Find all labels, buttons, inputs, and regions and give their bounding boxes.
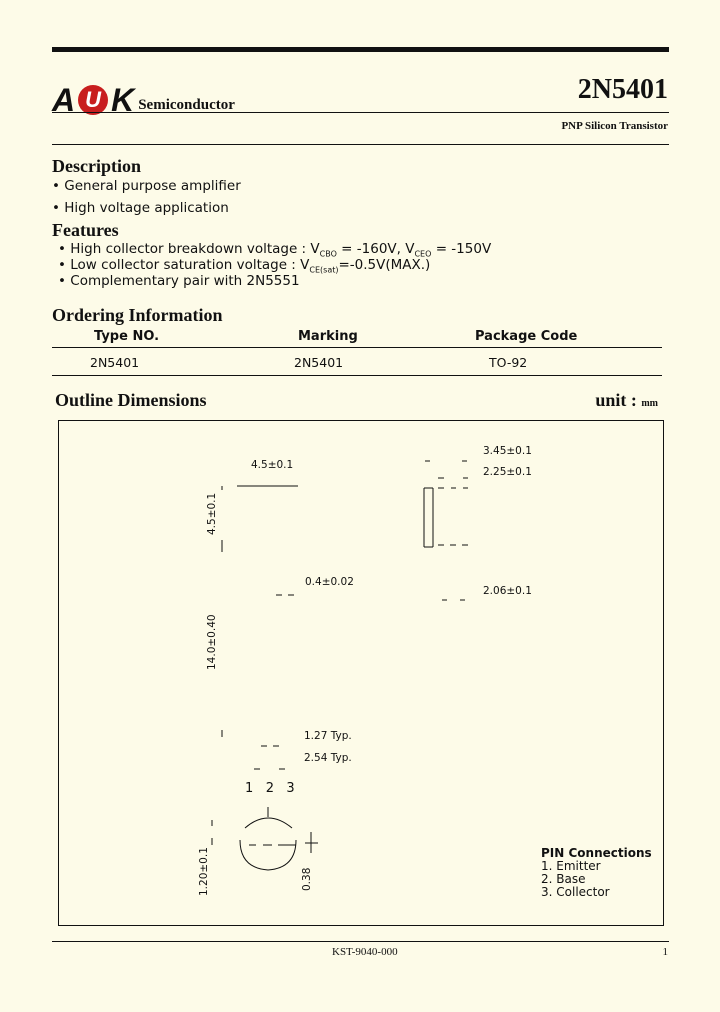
footer-rule: [52, 941, 669, 942]
logo-letter-k: K: [111, 81, 135, 118]
feature-item: • High collector breakdown voltage : VCB…: [58, 241, 492, 259]
col-marking: Marking: [298, 329, 358, 344]
cell-marking: 2N5401: [294, 355, 344, 370]
table-rule: [52, 347, 662, 348]
footer-doc-id: KST-9040-000: [332, 946, 398, 958]
dim-pitch1: 1.27 Typ.: [304, 730, 352, 742]
pin-item: 3. Collector: [541, 885, 610, 899]
col-type-no: Type NO.: [94, 329, 160, 344]
feature-item: • Low collector saturation voltage : VCE…: [58, 257, 431, 275]
dim-pitch2: 2.54 Typ.: [304, 752, 352, 764]
dim-thick3: 2.06±0.1: [483, 585, 532, 597]
part-subtitle: PNP Silicon Transistor: [561, 120, 668, 132]
pin-number: 1: [245, 781, 254, 796]
outline-drawing-box: [58, 420, 664, 926]
description-item: • General purpose amplifier: [52, 178, 241, 194]
dim-bottom-width: 0.38: [301, 867, 313, 891]
pin-connections: PIN Connections 1. Emitter 2. Base 3. Co…: [541, 847, 652, 899]
subtitle-rule: [52, 144, 669, 145]
cell-type-no: 2N5401: [90, 355, 140, 370]
logo-letter-a: A: [52, 81, 76, 118]
package-outline-bottom: [239, 839, 297, 871]
col-package-code: Package Code: [475, 329, 578, 344]
outline-heading: Outline Dimensions: [55, 390, 207, 410]
dim-thick2: 2.25±0.1: [483, 466, 532, 478]
dim-height: 4.5±0.1: [206, 492, 218, 535]
pin-connections-title: PIN Connections: [541, 846, 652, 860]
cell-package-code: TO-92: [489, 355, 528, 370]
header-rule: [52, 112, 669, 113]
unit-label: unit : mm: [595, 390, 658, 410]
dim-width: 4.5±0.1: [251, 459, 294, 471]
footer-page-number: 1: [662, 946, 669, 958]
auk-logo: A U K Semiconductor: [52, 80, 235, 120]
dim-lead-length: 14.0±0.40: [206, 614, 218, 670]
features-heading: Features: [52, 220, 119, 240]
description-item: • High voltage application: [52, 200, 229, 216]
dim-lead-width: 0.4±0.02: [305, 576, 354, 588]
pin-item: 1. Emitter: [541, 859, 601, 873]
description-heading: Description: [52, 156, 141, 176]
table-rule: [52, 375, 662, 376]
feature-item: • Complementary pair with 2N5551: [58, 273, 300, 289]
dim-thick1: 3.45±0.1: [483, 445, 532, 457]
logo-suffix: Semiconductor: [138, 96, 235, 113]
dim-bottom-height: 1.20±0.1: [198, 847, 210, 896]
pin-numbers: 1 2 3: [245, 781, 295, 796]
ordering-heading: Ordering Information: [52, 305, 223, 325]
pin-number: 3: [286, 781, 295, 796]
pin-number: 2: [265, 781, 274, 796]
logo-letter-u: U: [78, 85, 109, 115]
pin-item: 2. Base: [541, 872, 586, 886]
part-number: 2N5401: [577, 74, 668, 105]
top-rule: [52, 47, 669, 52]
package-outline-top: [244, 817, 293, 829]
